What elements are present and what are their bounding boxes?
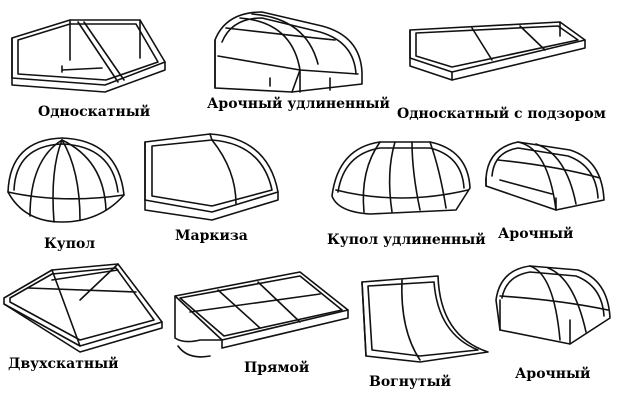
canopy-concave bbox=[361, 275, 489, 363]
canopy-dome-long bbox=[331, 141, 471, 215]
canopy-gable bbox=[3, 263, 163, 353]
canopy-arched-long bbox=[214, 11, 363, 93]
label-awning: Маркиза bbox=[175, 228, 248, 244]
canopy-single-slope-valance bbox=[409, 21, 586, 81]
label-straight: Прямой bbox=[244, 360, 310, 376]
label-single-slope-valance: Односкатный с подзором bbox=[397, 106, 606, 122]
canopy-dome bbox=[7, 137, 125, 223]
canopy-arched-1 bbox=[485, 141, 605, 211]
canopy-arched-2 bbox=[495, 265, 611, 345]
canopy-single-slope bbox=[11, 19, 166, 93]
label-dome-long: Купол удлиненный bbox=[327, 232, 486, 248]
canopy-straight bbox=[174, 271, 349, 358]
label-arched-1: Арочный bbox=[498, 226, 574, 242]
label-gable: Двухскатный bbox=[8, 356, 119, 372]
label-arched-long: Арочный удлиненный bbox=[207, 96, 390, 112]
label-concave: Вогнутый bbox=[369, 374, 452, 390]
label-dome: Купол bbox=[44, 236, 96, 252]
canopy-awning bbox=[144, 133, 279, 221]
label-arched-2: Арочный bbox=[515, 366, 591, 382]
label-single-slope: Односкатный bbox=[38, 104, 151, 120]
